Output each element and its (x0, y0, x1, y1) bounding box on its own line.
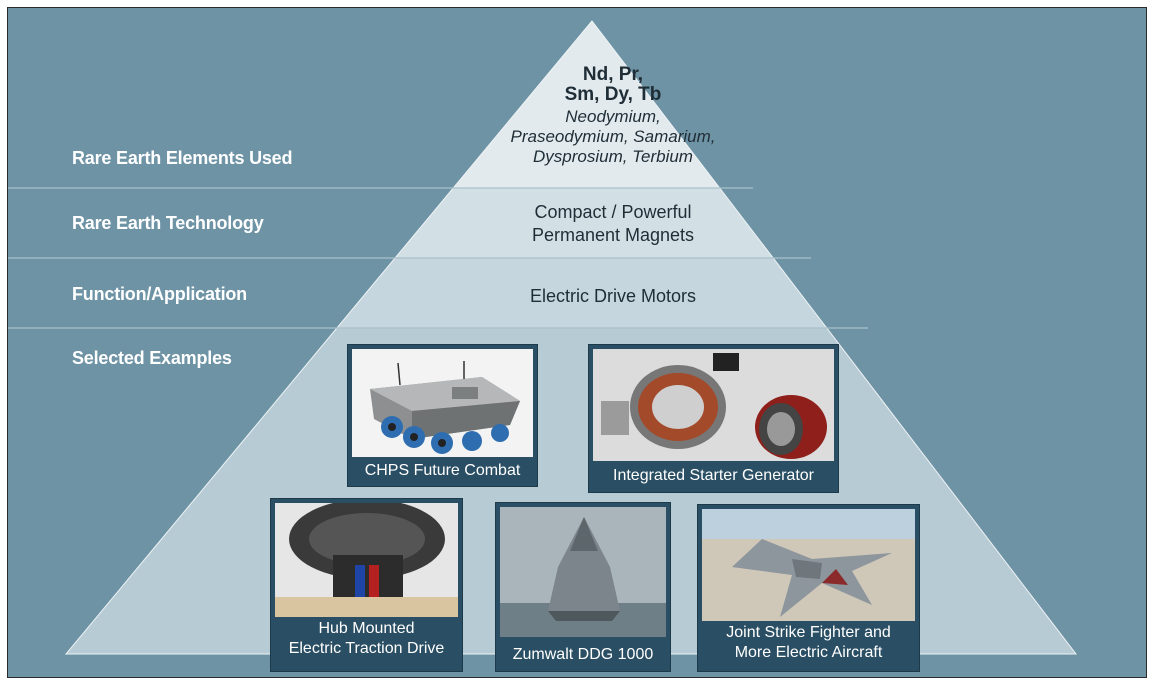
element-names-line3: Dysprosium, Terbium (533, 147, 693, 166)
function-text: Electric Drive Motors (529, 286, 697, 306)
label-selected-examples: Selected Examples (72, 348, 232, 368)
caption-hub-drive: Hub Mounted Electric Traction Drive (271, 617, 462, 671)
label-rare-earth-technology: Rare Earth Technology (72, 213, 264, 233)
caption-chps: CHPS Future Combat (364, 462, 521, 479)
example-card-chps: CHPS Future Combat (347, 344, 538, 487)
caption-zumwalt: Zumwalt DDG 1000 (512, 646, 654, 663)
caption-starter-generator: Integrated Starter Generator (613, 467, 814, 484)
label-rare-earth-elements: Rare Earth Elements Used (72, 148, 293, 168)
example-card-hub-drive: Hub Mounted Electric Traction Drive (270, 498, 463, 672)
technology-line1: Compact / Powerful (534, 202, 692, 222)
label-function-application: Function/Application (72, 284, 247, 304)
starter-generator-image (593, 349, 834, 461)
element-names-line2: Praseodymium, Samarium, (510, 127, 716, 146)
element-symbols-line2: Sm, Dy, Tb (564, 84, 662, 105)
example-card-zumwalt: Zumwalt DDG 1000 (495, 502, 671, 672)
element-names-line1: Neodymium, (565, 107, 661, 126)
technology-line2: Permanent Magnets (531, 225, 695, 245)
hub-drive-image (275, 503, 458, 617)
caption-jsf-line1: Joint Strike Fighter and (726, 624, 891, 641)
apex-elements: Nd, Pr, Sm, Dy, Tb Neodymium, Praseodymi… (428, 65, 798, 167)
zumwalt-ship-image (500, 507, 666, 637)
technology-text: Compact / Powerful Permanent Magnets (428, 201, 798, 247)
caption-hub-drive-line2: Electric Traction Drive (288, 640, 445, 657)
caption-jsf-line2: More Electric Aircraft (734, 644, 883, 661)
element-symbols-line1: Nd, Pr, (582, 64, 644, 85)
jsf-aircraft-image (702, 509, 915, 621)
chps-vehicle-image (352, 349, 533, 457)
diagram-frame: Rare Earth Elements Used Rare Earth Tech… (7, 7, 1147, 678)
example-card-starter-generator: Integrated Starter Generator (588, 344, 839, 493)
caption-hub-drive-line1: Hub Mounted (318, 620, 415, 637)
example-card-jsf: Joint Strike Fighter and More Electric A… (697, 504, 920, 672)
caption-jsf: Joint Strike Fighter and More Electric A… (698, 621, 919, 671)
